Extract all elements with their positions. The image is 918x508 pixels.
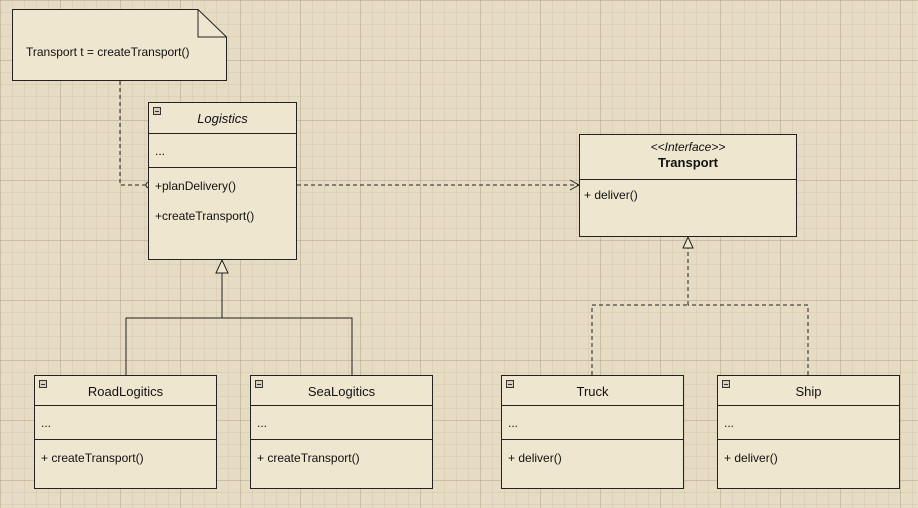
collapse-icon[interactable]: [506, 380, 514, 388]
attributes-section: ...: [502, 406, 683, 440]
class-name: Ship: [795, 384, 822, 399]
attributes-text: ...: [724, 416, 735, 430]
class-header: RoadLogitics: [35, 376, 216, 406]
class-road-logistics[interactable]: RoadLogitics ... + createTransport(): [34, 375, 217, 489]
methods-section: + deliver(): [718, 440, 899, 488]
class-name: Transport: [658, 155, 718, 170]
class-header: Ship: [718, 376, 899, 406]
attributes-text: ...: [257, 416, 268, 430]
attributes-section: ...: [149, 134, 296, 168]
methods-section: + createTransport(): [251, 440, 432, 488]
class-truck[interactable]: Truck ... + deliver(): [501, 375, 684, 489]
realization-triangle: [682, 235, 694, 249]
collapse-icon[interactable]: [153, 107, 161, 115]
method-plan-delivery: +planDelivery(): [155, 179, 237, 193]
methods-section: + createTransport(): [35, 440, 216, 488]
class-logistics[interactable]: Logistics ... +planDelivery() +createTra…: [148, 102, 297, 260]
attributes-text: ...: [508, 416, 519, 430]
class-name: SeaLogitics: [307, 384, 376, 399]
method-create-transport: +createTransport(): [155, 209, 255, 223]
methods-section: +planDelivery() +createTransport(): [149, 168, 296, 259]
class-header: SeaLogitics: [251, 376, 432, 406]
method-create-transport: + createTransport(): [257, 451, 360, 465]
note-text: Transport t = createTransport(): [26, 45, 190, 59]
collapse-icon[interactable]: [722, 380, 730, 388]
note-shape: [12, 9, 227, 81]
code-note[interactable]: Transport t = createTransport(): [12, 9, 227, 81]
method-deliver: + deliver(): [724, 451, 778, 465]
stereotype-label: <<Interface>>: [650, 140, 726, 154]
inheritance-triangle: [215, 258, 229, 274]
inheritance-line-road: [125, 317, 222, 375]
class-header: Logistics: [149, 103, 296, 134]
method-deliver: + deliver(): [584, 188, 638, 202]
inheritance-line-sea: [222, 317, 353, 375]
class-name: Truck: [576, 384, 609, 399]
method-create-transport: + createTransport(): [41, 451, 144, 465]
class-header: <<Interface>> Transport: [580, 135, 796, 180]
interface-transport[interactable]: <<Interface>> Transport + deliver(): [579, 134, 797, 237]
attributes-text: ...: [155, 144, 166, 158]
note-connector: [119, 81, 146, 186]
class-name: RoadLogitics: [87, 384, 164, 399]
method-deliver: + deliver(): [508, 451, 562, 465]
class-header: Truck: [502, 376, 683, 406]
class-name: Logistics: [197, 111, 248, 126]
class-sea-logistics[interactable]: SeaLogitics ... + createTransport(): [250, 375, 433, 489]
collapse-icon[interactable]: [39, 380, 47, 388]
realization-line-truck: [591, 304, 688, 375]
realization-line-ship: [688, 304, 809, 375]
attributes-section: ...: [35, 406, 216, 440]
methods-section: + deliver(): [502, 440, 683, 488]
attributes-section: ...: [718, 406, 899, 440]
class-ship[interactable]: Ship ... + deliver(): [717, 375, 900, 489]
attributes-text: ...: [41, 416, 52, 430]
attributes-section: ...: [251, 406, 432, 440]
collapse-icon[interactable]: [255, 380, 263, 388]
methods-section: + deliver(): [580, 180, 796, 236]
